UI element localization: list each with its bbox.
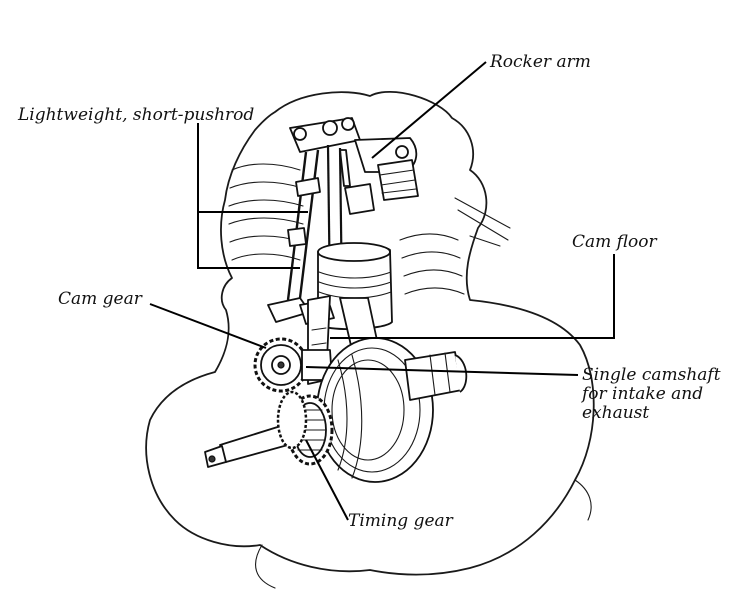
- leader-cam-floor: [330, 254, 615, 339]
- camshaft-label: Single camshaft for intake and exhaust: [582, 365, 721, 423]
- cam-gear-label: Cam gear: [58, 289, 142, 309]
- crankshaft: [204, 337, 468, 483]
- leader-timing-gear: [305, 439, 349, 521]
- pushrods: [286, 144, 344, 301]
- cylinder-fins: [228, 163, 511, 295]
- leader-pushrod: [197, 123, 300, 269]
- leader-rocker-arm: [371, 61, 487, 159]
- rocker-arm-label: Rocker arm: [490, 52, 591, 72]
- leader-camshaft: [305, 366, 579, 376]
- cam-floor-label: Cam floor: [572, 232, 657, 252]
- leader-cam-gear: [149, 303, 267, 349]
- engine-housing: [145, 91, 595, 589]
- rocker-arm: [289, 117, 419, 215]
- leader-lines: [149, 61, 615, 521]
- timing-gear: [276, 390, 334, 466]
- timing-gear-label: Timing gear: [348, 511, 453, 531]
- pushrod-label: Lightweight, short-pushrod: [18, 105, 255, 125]
